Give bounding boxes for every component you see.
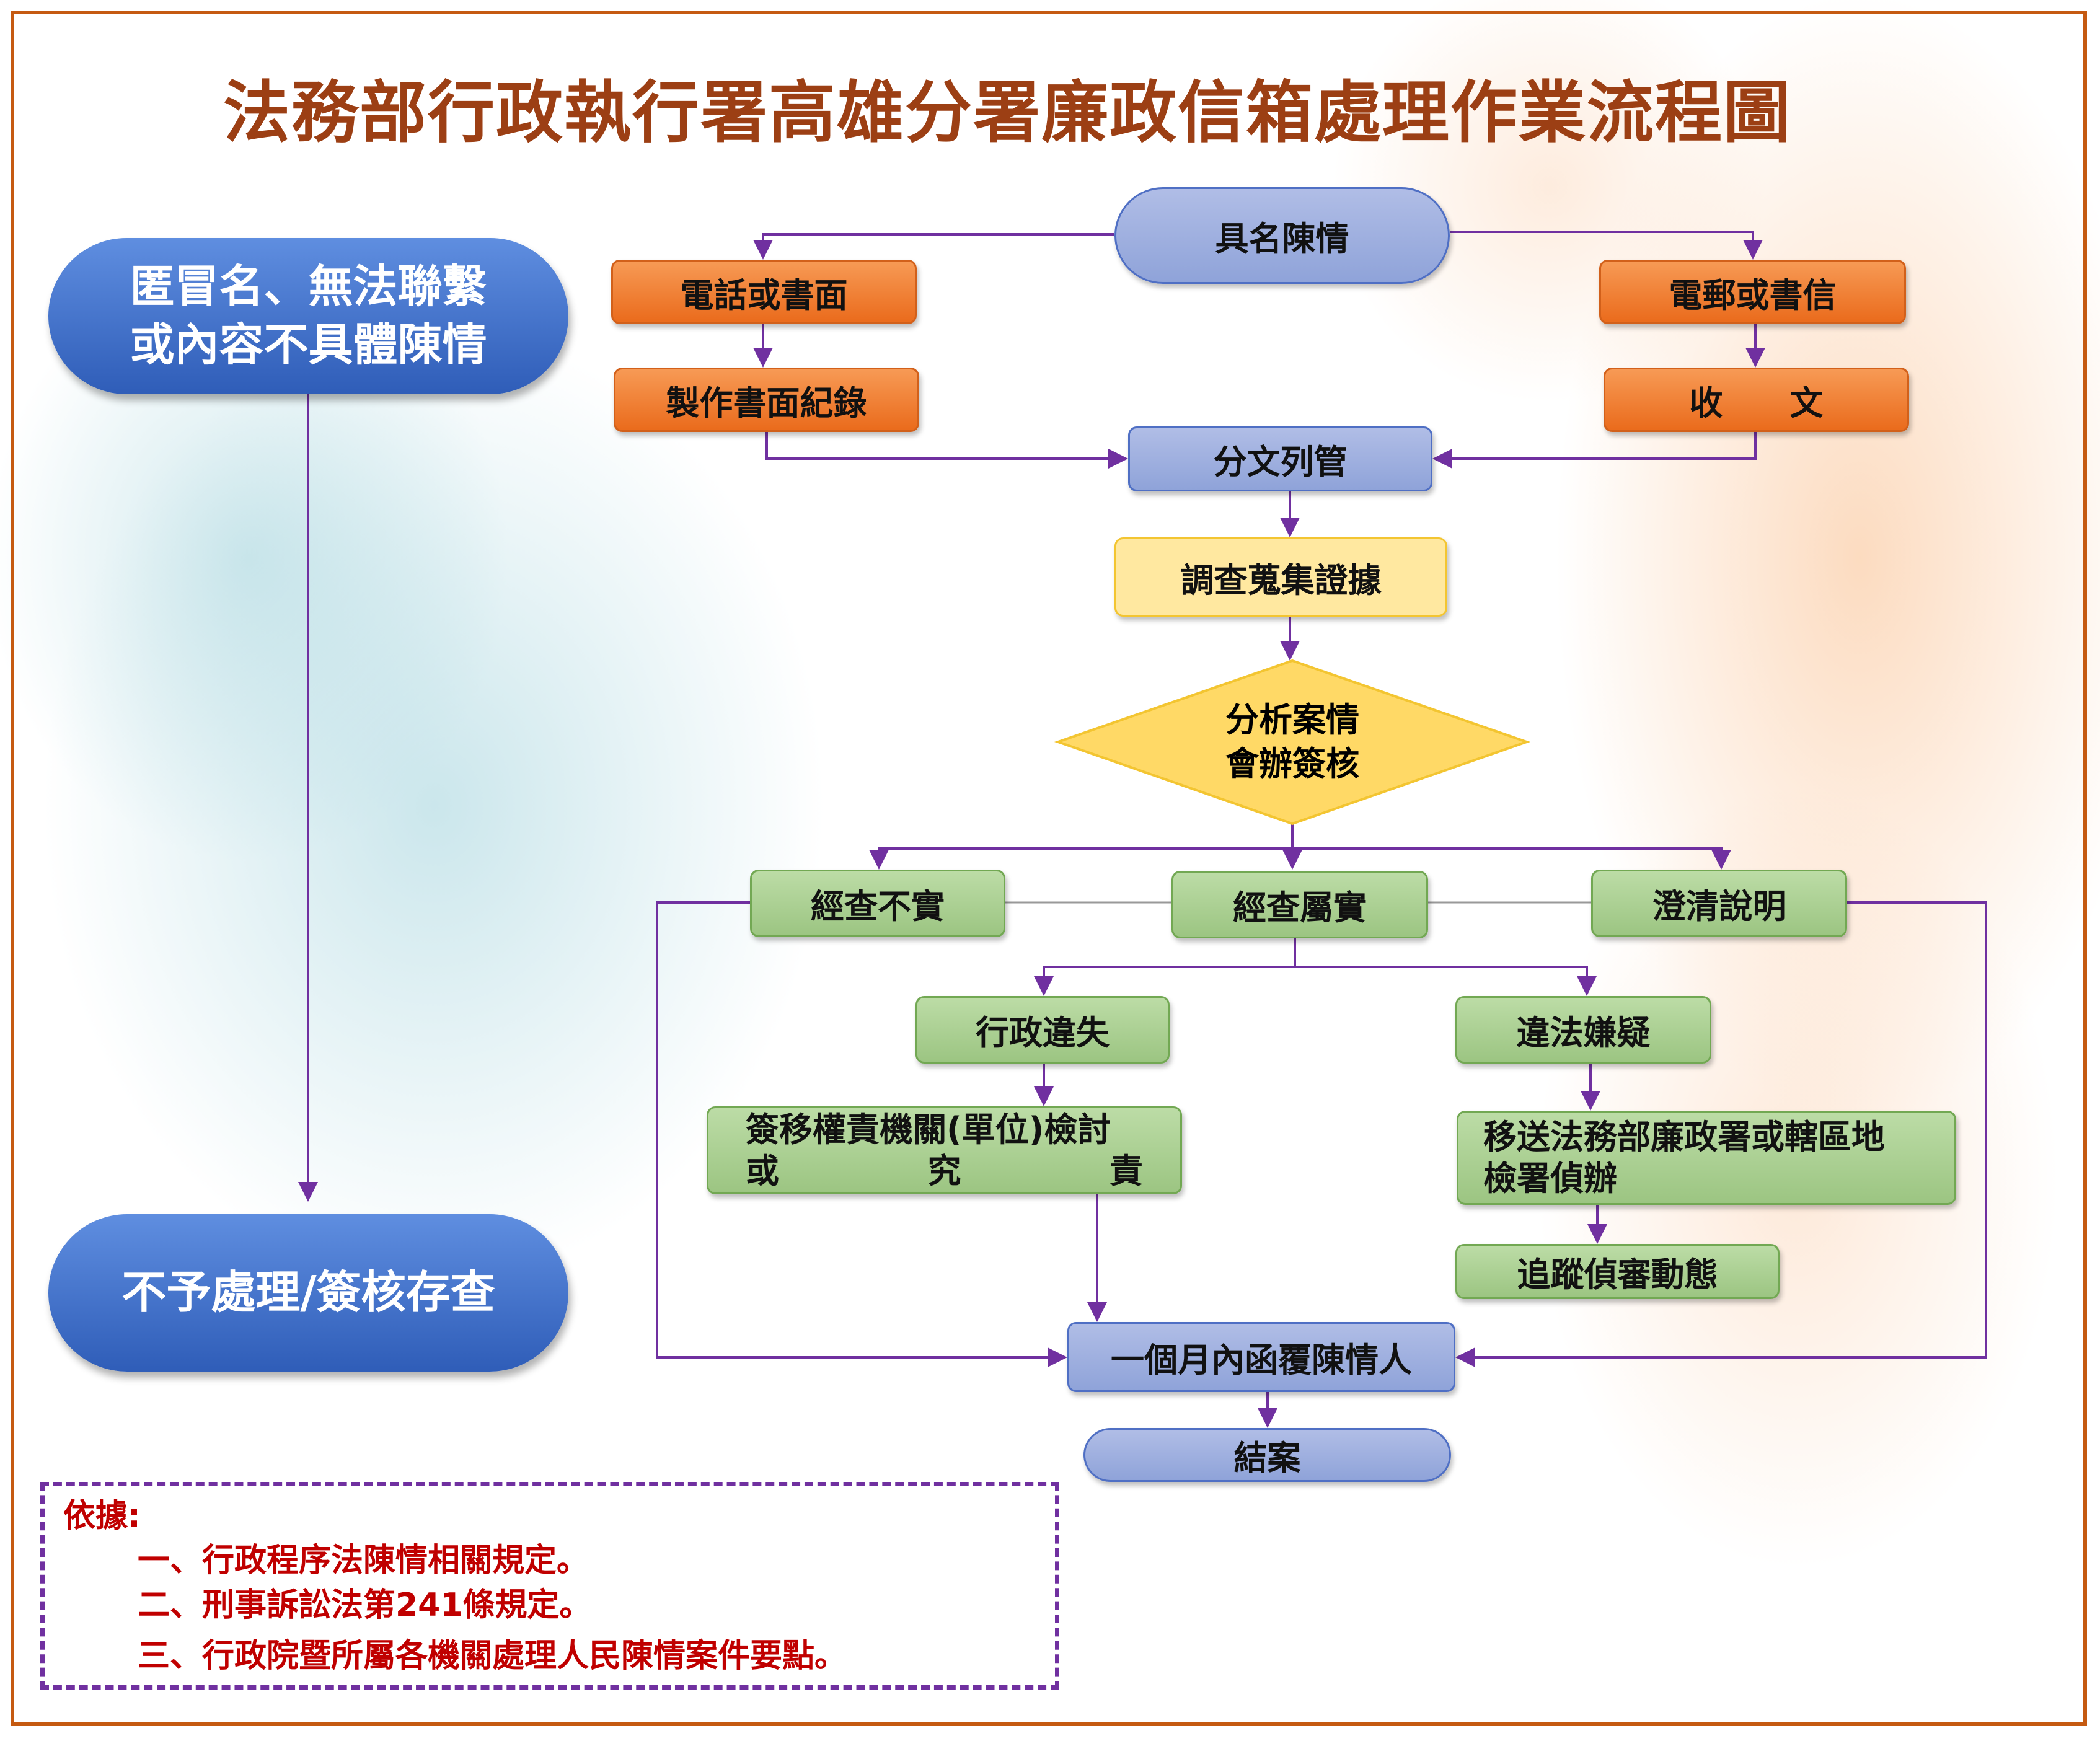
node-label: 匿冒名、無法聯繫 — [130, 260, 487, 313]
node-label: 分析案情 — [1225, 700, 1359, 740]
basis-heading: 依據: — [63, 1497, 141, 1535]
connector — [1432, 432, 1757, 469]
basis-item: 一、行政程序法陳情相關規定。 — [138, 1542, 589, 1579]
node-label: 責 — [1110, 1152, 1143, 1191]
untrue-node: 經查不實 — [750, 870, 1005, 937]
node-label: 簽移權責機關(單位)檢討 — [746, 1109, 1111, 1149]
connector — [878, 847, 1731, 870]
phone-or-written-node: 電話或書面 — [611, 260, 917, 324]
assign-track-node: 分文列管 — [1128, 426, 1432, 491]
basis-item: 三、行政院暨所屬各機關處理人民陳情案件要點。 — [138, 1637, 847, 1675]
clarify-node: 澄清說明 — [1591, 870, 1847, 937]
admin-fault-node: 行政違失 — [915, 996, 1170, 1064]
node-label: 究 — [927, 1152, 961, 1191]
close-case-node: 結案 — [1083, 1428, 1451, 1482]
receive-document-node: 收 文 — [1604, 368, 1909, 432]
illegal-suspicion-node: 違法嫌疑 — [1455, 996, 1711, 1064]
page-frame — [11, 11, 2087, 1726]
node-label: 或內容不具體陳情 — [130, 319, 487, 371]
node-label: 或 — [746, 1152, 779, 1191]
named-complaint-node: 具名陳情 — [1114, 187, 1450, 284]
investigate-node: 調查蒐集證據 — [1114, 537, 1447, 617]
page-title: 法務部行政執行署高雄分署廉政信箱處理作業流程圖 — [223, 74, 1791, 152]
connector — [753, 233, 1114, 260]
analyze-node: 分析案情 會辦簽核 — [1058, 661, 1527, 824]
basis-item: 二、刑事訴訟法第241條規定。 — [138, 1587, 592, 1624]
node-label: 檢署偵辦 — [1483, 1159, 1617, 1198]
connector — [765, 432, 1128, 469]
connector — [1450, 231, 1763, 260]
anonymous-complaint-node: 匿冒名、無法聯繫 或內容不具體陳情 — [48, 238, 568, 394]
no-action-node: 不予處理/簽核存查 — [48, 1214, 568, 1372]
connector — [1455, 901, 1987, 1367]
email-or-letter-node: 電郵或書信 — [1599, 260, 1906, 324]
track-trial-node: 追蹤偵審動態 — [1455, 1244, 1780, 1299]
refer-unit-node: 簽移權責機關(單位)檢討 或 究 責 — [707, 1106, 1182, 1194]
connector — [1043, 966, 1597, 996]
legal-basis-box: 依據: 一、行政程序法陳情相關規定。 二、刑事訴訟法第241條規定。 三、行政院… — [40, 1482, 1059, 1690]
analyze-diamond-shape — [1054, 659, 1531, 826]
refer-prosecutor-node: 移送法務部廉政署或轄區地 檢署偵辦 — [1457, 1111, 1956, 1205]
make-record-node: 製作書面紀錄 — [614, 368, 919, 432]
node-label: 會辦簽核 — [1225, 744, 1359, 783]
true-node: 經查屬實 — [1171, 871, 1428, 938]
node-label: 移送法務部廉政署或轄區地 — [1483, 1117, 1885, 1157]
connector — [656, 901, 1067, 1367]
reply-complainant-node: 一個月內函覆陳情人 — [1067, 1322, 1455, 1392]
